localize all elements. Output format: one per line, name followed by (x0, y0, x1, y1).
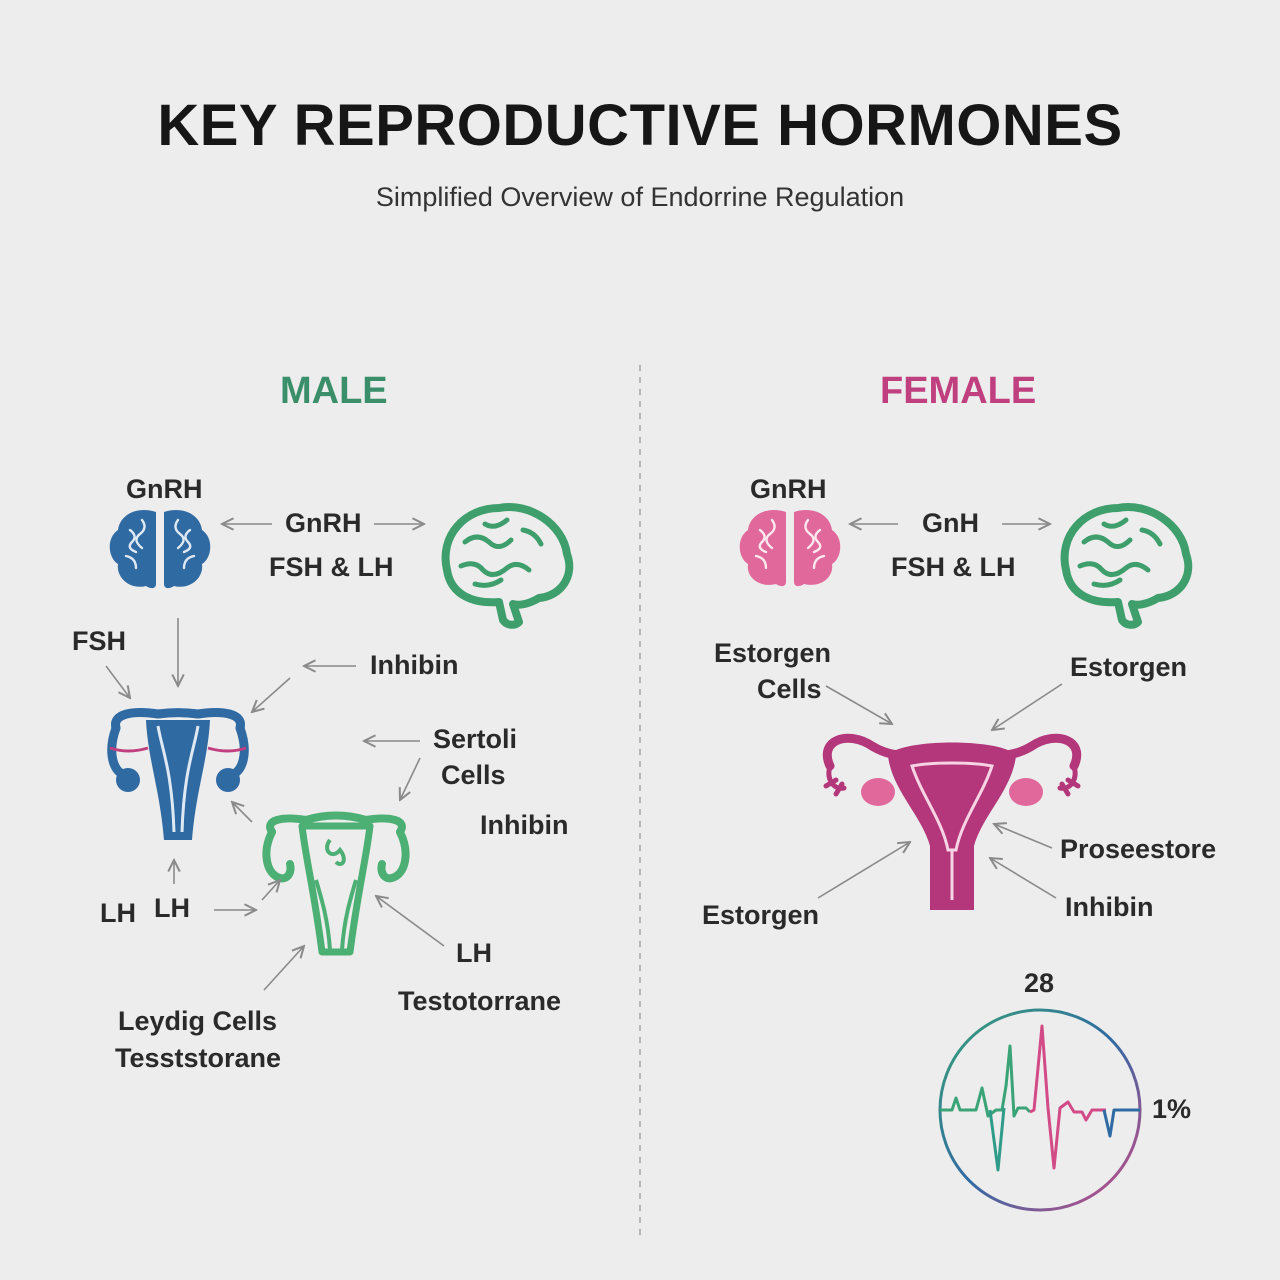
female-center-gnh-label: GnH (922, 508, 979, 538)
female-estrogen-cells-label-1: Estorgen (714, 638, 832, 668)
cycle-top-label: 28 (1024, 968, 1055, 998)
cycle-chart-icon (938, 1008, 1142, 1212)
page-title: KEY REPRODUCTIVE HORMONES (157, 93, 1123, 158)
female-brain-icon (739, 510, 841, 587)
male-inhibin-top-label: Inhibin (370, 650, 459, 680)
female-brain-side-icon (1060, 503, 1193, 629)
brain-side-icon (441, 503, 574, 629)
reproductive-organ-icon (107, 708, 249, 840)
female-inhibin-label: Inhibin (1065, 892, 1154, 922)
male-lh-a-label: LH (100, 898, 136, 928)
cycle-right-label: 1% (1152, 1094, 1192, 1124)
male-leydig-label-2: Tesststorane (115, 1043, 282, 1073)
male-lh-right-label: LH (456, 938, 492, 968)
male-gnrh-top-label: GnRH (126, 474, 203, 504)
testis-organ-icon (262, 811, 410, 956)
male-arrows (105, 524, 445, 991)
female-fsh-lh-label: FSH & LH (891, 552, 1016, 582)
male-sertoli-label-1: Sertoli (433, 724, 518, 754)
male-leydig-label-1: Leydig Cells (118, 1006, 278, 1036)
female-progesterone-label: Proseestore (1060, 834, 1217, 864)
page-subtitle: Simplified Overview of Endorrine Regulat… (375, 182, 905, 212)
male-lh-b-label: LH (154, 893, 190, 923)
male-inhibin-mid-label: Inhibin (480, 810, 569, 840)
male-testosterone-label: Testotorrane (398, 986, 562, 1016)
uterus-icon (822, 733, 1082, 910)
female-estrogen-bottom-label: Estorgen (702, 900, 820, 930)
male-fsh-label: FSH (72, 626, 126, 656)
male-heading: MALE (280, 370, 388, 412)
male-sertoli-label-2: Cells (441, 760, 506, 790)
female-gnrh-top-label: GnRH (750, 474, 827, 504)
female-heading: FEMALE (880, 370, 1037, 412)
male-center-gnrh-label: GnRH (285, 508, 362, 538)
female-estrogen-right-label: Estorgen (1070, 652, 1188, 682)
male-fsh-lh-label: FSH & LH (269, 552, 394, 582)
brain-icon (109, 510, 211, 589)
female-estrogen-cells-label-2: Cells (757, 674, 822, 704)
female-arrows (817, 524, 1063, 899)
